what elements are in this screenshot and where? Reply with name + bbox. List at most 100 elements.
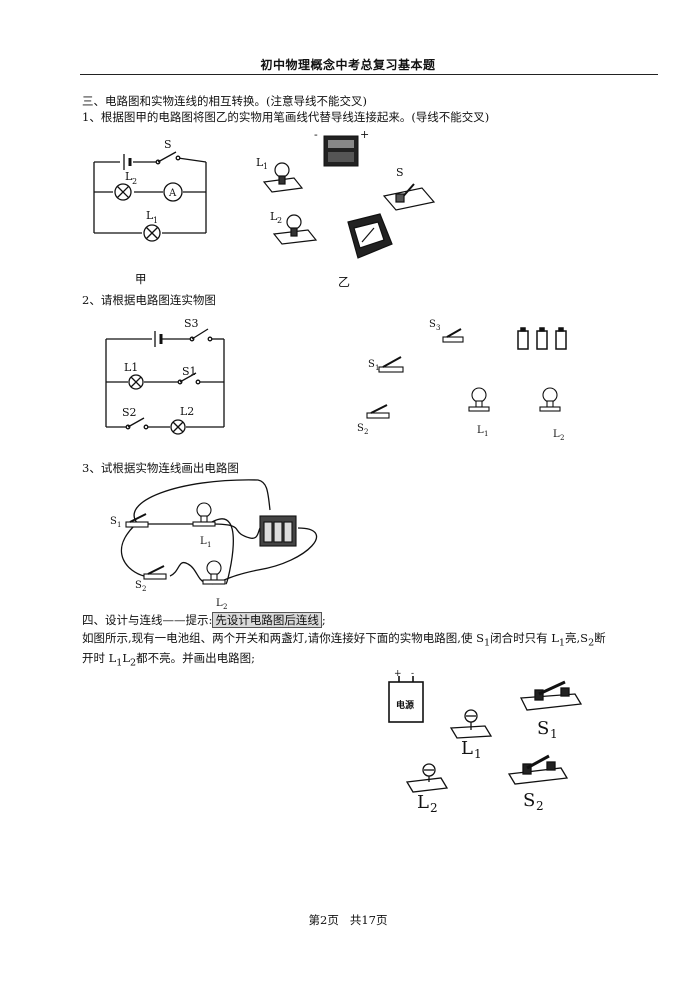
q2-l1-label: L1 <box>124 361 138 374</box>
section4-title-suffix: ; <box>321 613 326 627</box>
lamp-l2-symbol <box>170 419 186 435</box>
switch-s-object <box>382 183 436 211</box>
q2-obj-s1: S <box>368 359 375 370</box>
section4-title-prefix: 四、设计与连线——提示: <box>82 613 213 627</box>
fig-jia-l1-label: L <box>146 209 154 222</box>
q2-obj-l1-sub: 1 <box>484 430 488 438</box>
footer-page: 第2页 <box>308 913 339 927</box>
battery-minus: - <box>411 669 414 679</box>
footer-total: 共17页 <box>349 913 388 927</box>
s4-s2-sub: 2 <box>536 799 544 813</box>
q2-s1-label: S1 <box>182 365 197 378</box>
desc1-a: 如图所示,现有一电池组、两个开关和两盏灯,请你连接好下面的实物电路图,使 S <box>82 631 484 645</box>
q3-s2: S <box>135 580 142 591</box>
q3-s2-sub: 2 <box>142 585 146 593</box>
q3-l2-sub: 2 <box>223 603 227 611</box>
page-footer: 第2页 共17页 <box>0 912 696 928</box>
fig-jia-s-label: S <box>164 138 172 151</box>
q2-circuit-diagram: S3 L1 S1 S2 L2 <box>105 317 225 435</box>
switch-s1-object <box>519 680 583 711</box>
switch-s2-object <box>507 754 569 785</box>
q2-obj-s2: S <box>357 423 364 434</box>
q2-obj-s2-sub: 2 <box>364 428 368 436</box>
battery-label: 电源 <box>396 699 414 711</box>
desc2-l2-sub: 2 <box>130 657 137 669</box>
section4-title: 四、设计与连线——提示:先设计电路图后连线; <box>82 612 326 628</box>
q2-obj-l1: L <box>477 425 484 436</box>
header-divider <box>80 74 658 75</box>
label-jia: 甲 <box>135 272 147 286</box>
desc2-c: 都不亮。并画出电路图; <box>136 651 256 665</box>
lamp-l1-symbol <box>143 224 161 242</box>
s4-l2: L <box>417 792 429 813</box>
q2-s3-label: S3 <box>184 317 199 330</box>
fig-jia-l2-sub: 2 <box>132 177 137 186</box>
lamp-l1-object <box>192 502 216 527</box>
fig-jia-l2-label: L <box>125 170 133 183</box>
section4-objects: 电源 + - S 1 L 1 L 2 S 2 <box>388 669 583 815</box>
q3-l1: L <box>200 536 207 547</box>
fig-yi-s-label: S <box>396 166 404 179</box>
s4-l2-sub: 2 <box>430 801 438 815</box>
desc1-d: 断 <box>594 631 606 645</box>
lamp-l1-object <box>449 709 493 739</box>
q2-obj-l2: L <box>553 429 560 440</box>
battery-box-object <box>323 135 359 167</box>
q3-s1: S <box>110 516 117 527</box>
switch-s-symbol <box>155 151 181 165</box>
switch-s2-object <box>366 404 390 419</box>
figure-jia-circuit: S L 2 A L 1 <box>93 138 207 242</box>
q3-l1-sub: 1 <box>207 541 211 549</box>
battery-symbol <box>123 154 132 170</box>
section3-title: 三、电路图和实物连线的相互转换。(注意导线不能交叉) <box>82 94 367 108</box>
q3-s1-sub: 1 <box>117 521 121 529</box>
q3-l2: L <box>216 598 223 609</box>
q2-obj-s3-sub: 3 <box>436 324 440 332</box>
desc2-l1-sub: 1 <box>116 657 123 669</box>
lamp-l2-object <box>539 387 561 412</box>
section4-hint: 先设计电路图后连线 <box>212 612 322 628</box>
ammeter-symbol <box>163 182 183 202</box>
lamp-l2-object <box>272 214 318 245</box>
lamp-l2-object <box>202 560 226 585</box>
q2-text: 2、请根据电路图连实物图 <box>82 293 216 307</box>
desc1-l1-sub: 1 <box>558 637 566 649</box>
s4-l1: L <box>461 738 473 759</box>
figure-yi-objects: - + L 1 L 2 S 乙 <box>256 128 436 289</box>
s4-s2: S <box>523 790 535 811</box>
ammeter-object <box>347 213 393 259</box>
desc1-s2-sub: 2 <box>588 637 595 649</box>
switch-s3-symbol <box>189 328 213 342</box>
s4-s1-sub: 1 <box>550 727 558 741</box>
section4-desc-line1: 如图所示,现有一电池组、两个开关和两盏灯,请你连接好下面的实物电路图,使 S1闭… <box>82 630 606 651</box>
desc2-b: L <box>122 651 131 665</box>
q2-obj-l2-sub: 2 <box>560 434 564 442</box>
fig-jia-l1-sub: 1 <box>153 216 158 225</box>
switch-s3-object <box>442 328 464 343</box>
desc1-b: 闭合时只有 L <box>490 631 559 645</box>
desc1-c: 亮,S <box>565 631 589 645</box>
fig-yi-minus: - <box>314 128 318 141</box>
lamp-l1-object <box>262 162 304 193</box>
q2-objects: S 3 S 1 S 2 L 1 L 2 <box>357 319 567 442</box>
battery-cells-object <box>517 327 567 350</box>
switch-s2-symbol <box>125 417 149 430</box>
switch-s2-object <box>143 565 167 580</box>
lamp-l1-symbol <box>128 374 144 390</box>
battery-box-object <box>259 515 297 547</box>
section4-desc-line2: 开时 L1L2都不亮。并画出电路图; <box>82 650 255 671</box>
lamp-l2-object <box>405 763 449 793</box>
switch-s1-object <box>125 513 149 528</box>
q2-s2-label: S2 <box>122 406 137 419</box>
q2-obj-s3: S <box>429 319 436 330</box>
page-header-title: 初中物理概念中考总复习基本题 <box>260 58 436 72</box>
switch-s1-symbol <box>177 372 201 385</box>
q2-obj-s1-sub: 1 <box>375 364 379 372</box>
desc2-a: 开时 L <box>82 651 117 665</box>
fig-yi-l2-sub: 2 <box>277 216 282 225</box>
desc1-s1-sub: 1 <box>484 637 491 649</box>
q3-text: 3、试根据实物连线画出电路图 <box>82 461 239 475</box>
q1-text: 1、根据图甲的电路图将图乙的实物用笔画线代替导线连接起来。(导线不能交叉) <box>82 110 490 124</box>
fig-yi-l1-label: L <box>256 156 264 169</box>
q3-wiring-figure: S 1 L 1 S 2 L 2 <box>110 479 318 611</box>
